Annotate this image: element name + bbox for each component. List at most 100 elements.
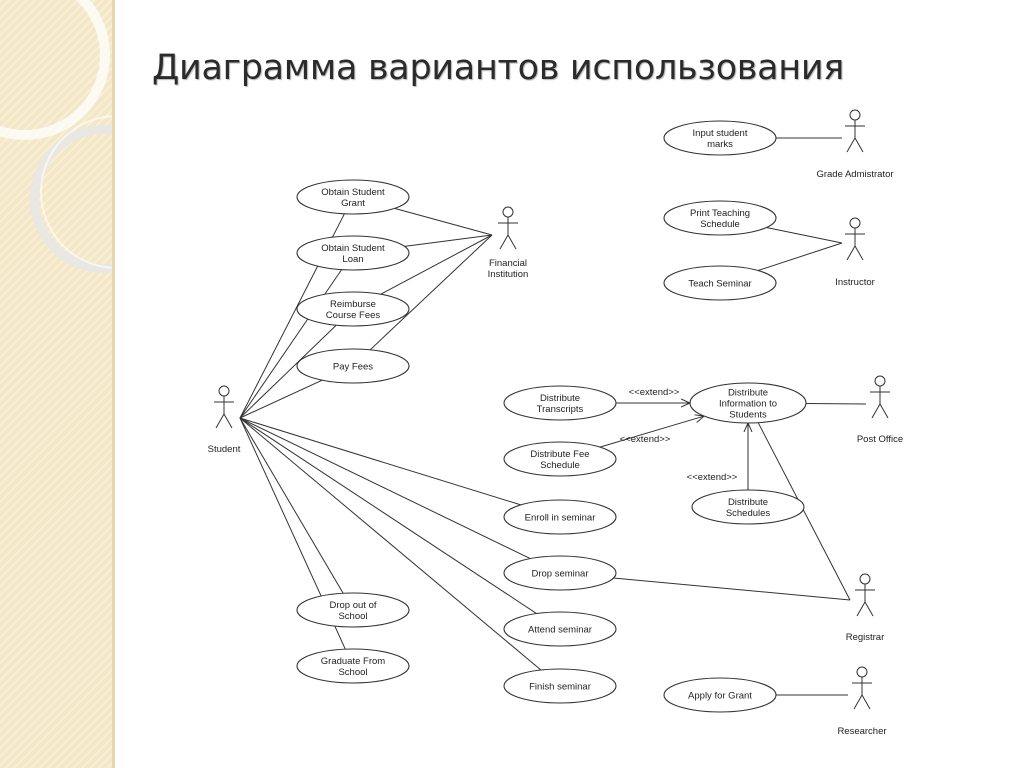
association-line: [805, 402, 867, 405]
use-case-label: Transcripts: [537, 404, 584, 415]
use-case-ellipse: [296, 348, 410, 384]
use-case-ellipse: [296, 592, 410, 628]
extend-arrow: [599, 416, 704, 448]
actor-head: [849, 217, 861, 229]
use-case-label: Teach Seminar: [688, 279, 751, 290]
use-case-ellipse: [296, 235, 410, 271]
use-case-label: Distribute: [540, 393, 580, 404]
use-case-label: Pay Fees: [333, 362, 373, 373]
association-line: [757, 422, 851, 601]
actor-head: [218, 385, 230, 397]
use-case-label: Enroll in seminar: [525, 513, 596, 524]
use-case-pay-fees: Pay Fees: [296, 348, 410, 384]
actor-label: Instructor: [835, 277, 875, 288]
association-line: [394, 207, 493, 236]
use-case-label: Schedule: [540, 460, 580, 471]
use-case-drop-seminar: Drop seminar: [503, 555, 617, 591]
actor-leg: [215, 413, 225, 429]
actor-grade-admin: Grade Admistrator: [816, 109, 894, 180]
use-case-ellipse: [503, 441, 617, 477]
actor-instructor: Instructor: [835, 217, 875, 288]
use-case-attend: Attend seminar: [503, 611, 617, 647]
actor-head: [859, 573, 871, 585]
use-case-label: Drop seminar: [531, 569, 588, 580]
association-line: [239, 269, 343, 419]
actor-head: [856, 666, 868, 678]
actor-leg: [879, 403, 889, 419]
actor-leg: [507, 234, 517, 250]
use-case-label: Finish seminar: [529, 682, 591, 693]
actor-leg: [223, 413, 233, 429]
actor-leg: [846, 137, 856, 153]
use-case-apply-grant: Apply for Grant: [663, 677, 777, 713]
use-case-ellipse: [663, 120, 777, 156]
side-divider: [112, 0, 115, 768]
use-case-label: Schedules: [726, 508, 771, 519]
slide-title: Диаграмма вариантов использования: [152, 48, 845, 88]
use-case-ellipse: [503, 555, 617, 591]
use-case-label: Information to: [719, 399, 777, 410]
use-case-label: Obtain Student: [321, 243, 385, 254]
use-case-finish: Finish seminar: [503, 668, 617, 704]
association-line: [239, 379, 323, 419]
use-case-label: Input student: [693, 128, 748, 139]
actor-leg: [854, 245, 864, 261]
actor-leg: [856, 601, 866, 617]
actor-leg: [854, 137, 864, 153]
actor-post-office: Post Office: [857, 375, 903, 445]
association-line: [239, 417, 531, 560]
use-case-label: Apply for Grant: [688, 691, 752, 702]
use-case-label: School: [338, 667, 367, 678]
actor-label: Grade Admistrator: [816, 169, 893, 180]
decorative-side-band: [0, 0, 112, 768]
association-line: [239, 417, 521, 506]
association-line: [239, 417, 537, 614]
use-case-ellipse: [503, 668, 617, 704]
use-case-label: Distribute Fee: [530, 449, 589, 460]
use-case-label: Obtain Student: [321, 187, 385, 198]
use-case-ellipse: [663, 200, 777, 236]
actor-leg: [861, 694, 871, 710]
use-case-label: Students: [729, 410, 767, 421]
association-line: [380, 234, 493, 295]
use-case-label: Grant: [341, 198, 365, 209]
use-case-ellipse: [663, 265, 777, 301]
association-line: [239, 417, 542, 671]
actor-leg: [499, 234, 509, 250]
association-line: [766, 227, 843, 244]
association-line: [239, 324, 337, 419]
use-case-ellipse: [503, 611, 617, 647]
use-case-label: Distribute: [728, 388, 768, 399]
actor-head: [502, 206, 514, 218]
use-case-label: Course Fees: [326, 310, 381, 321]
actor-label: Student: [208, 444, 241, 455]
extend-label: <<extend>>: [620, 434, 671, 445]
use-case-label: Graduate From: [321, 656, 385, 667]
actor-registrar: Registrar: [846, 573, 884, 643]
use-case-ellipse: [663, 677, 777, 713]
use-case-ellipse: [296, 648, 410, 684]
use-case-label: Print Teaching: [690, 208, 750, 219]
actor-head: [849, 109, 861, 121]
extend-label: <<extend>>: [687, 472, 738, 483]
association-line: [613, 577, 851, 601]
use-case-ellipse: [691, 489, 805, 525]
use-case-label: Reimburse: [330, 299, 376, 310]
use-case-label: Distribute: [728, 497, 768, 508]
actor-researcher: Researcher: [837, 666, 887, 737]
use-case-label: Drop out of: [330, 600, 377, 611]
association-line: [369, 234, 493, 351]
